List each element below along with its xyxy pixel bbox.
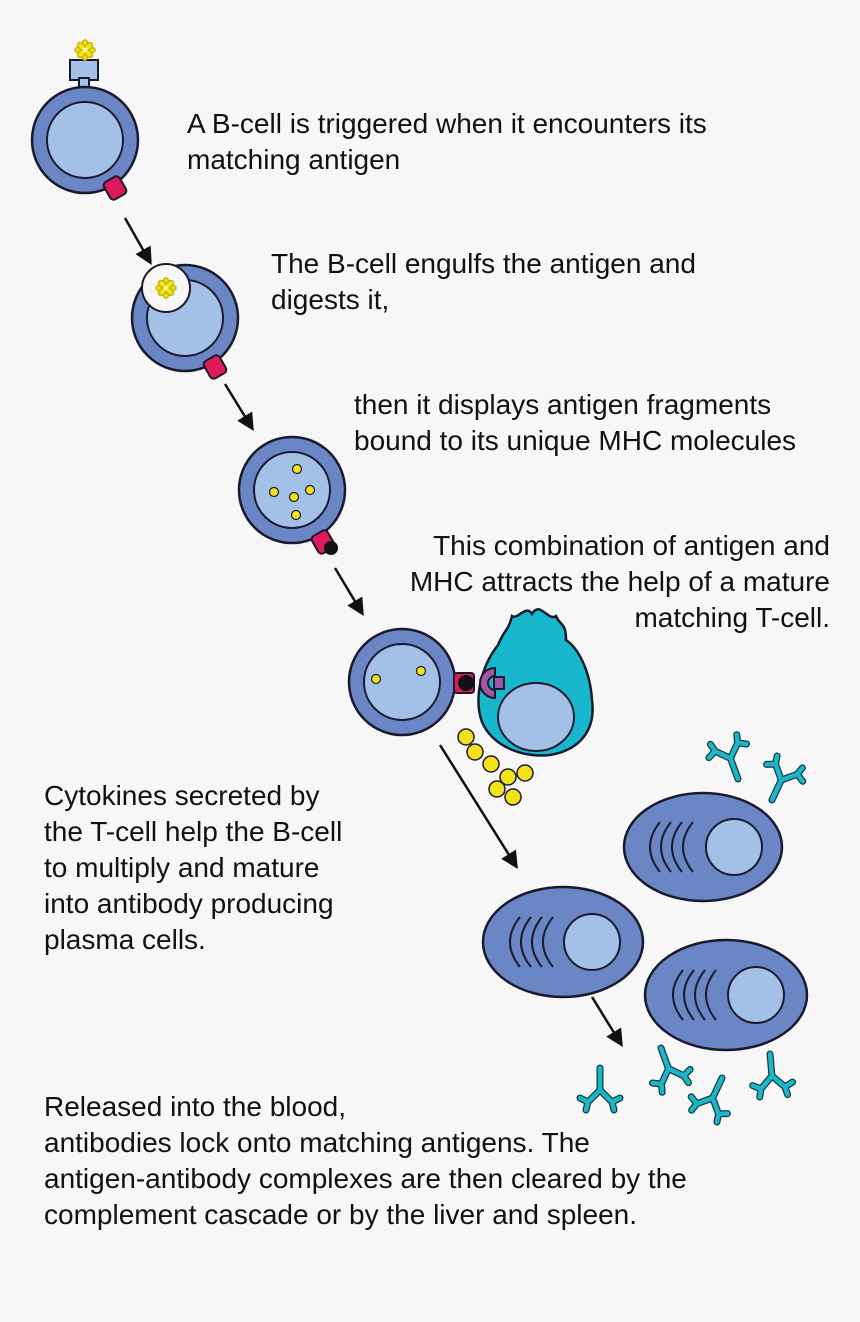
- b-cell-stage-2: [130, 263, 240, 380]
- flow-arrow-5: [590, 996, 623, 1047]
- caption-line: Released into the blood,: [44, 1091, 346, 1122]
- caption-line: This combination of antigen and: [433, 530, 830, 561]
- caption-line: the T-cell help the B-cell: [44, 816, 343, 847]
- caption-line: then it displays antigen fragments: [354, 389, 772, 420]
- plasma-cell: [643, 938, 809, 1052]
- b-cell-nucleus: [46, 101, 124, 179]
- caption-line: A B-cell is triggered when it encounters…: [187, 108, 707, 139]
- caption-line: plasma cells.: [44, 924, 206, 955]
- caption-line: complement cascade or by the liver and s…: [44, 1199, 637, 1230]
- caption-step-3: then it displays antigen fragments bound…: [354, 387, 796, 459]
- antibody-icon: [750, 1052, 794, 1097]
- fragment-on-mhc: [324, 541, 338, 555]
- caption-line: matching antigen: [187, 144, 401, 175]
- mhc-receptor-icon: [202, 354, 228, 380]
- t-cell: [458, 608, 594, 757]
- caption-line: digests it,: [271, 284, 390, 315]
- caption-line: bound to its unique MHC molecules: [354, 425, 797, 456]
- antibody-icon: [686, 1070, 740, 1125]
- caption-line: The B-cell engulfs the antigen and: [271, 248, 696, 279]
- plasma-cell: [481, 885, 645, 999]
- caption-line: antigen-antibody complexes are then clea…: [44, 1163, 687, 1194]
- caption-step-2: The B-cell engulfs the antigen and diges…: [271, 246, 696, 318]
- caption-step-1: A B-cell is triggered when it encounters…: [187, 106, 707, 178]
- caption-step-5: Cytokines secreted by the T-cell help th…: [44, 778, 342, 958]
- antigen-icon: [74, 39, 96, 61]
- presented-antigen: [458, 675, 474, 691]
- b-cell-stage-4: [347, 627, 475, 737]
- antibody-icon: [754, 753, 808, 808]
- t-cell-receptor-icon: [479, 666, 496, 700]
- caption-line: matching T-cell.: [634, 602, 830, 633]
- caption-line: MHC attracts the help of a mature: [409, 566, 830, 597]
- caption-step-4: This combination of antigen and MHC attr…: [410, 528, 830, 636]
- b-cell-stage-1: [30, 39, 140, 201]
- flow-arrow-4: [438, 744, 518, 869]
- antibody-icon: [642, 1041, 694, 1094]
- caption-line: into antibody producing: [44, 888, 334, 919]
- cytokines: [457, 728, 534, 806]
- caption-line: Cytokines secreted by: [44, 780, 320, 811]
- b-cell-stage-3: [237, 435, 347, 555]
- t-cell-nucleus: [497, 682, 575, 752]
- flow-arrow-3: [333, 567, 364, 617]
- flow-arrow-2: [223, 383, 254, 431]
- plasma-cell: [622, 791, 784, 903]
- flow-arrow-1: [123, 217, 152, 266]
- caption-line: antibodies lock onto matching antigens. …: [44, 1127, 590, 1158]
- mhc-receptor-icon: [102, 175, 128, 201]
- antigen-icon: [155, 277, 177, 299]
- caption-line: to multiply and mature: [44, 852, 320, 883]
- caption-step-6: Released into the blood, antibodies lock…: [44, 1089, 687, 1233]
- antibody-icon: [705, 733, 757, 786]
- antigen-fragments: [268, 463, 316, 521]
